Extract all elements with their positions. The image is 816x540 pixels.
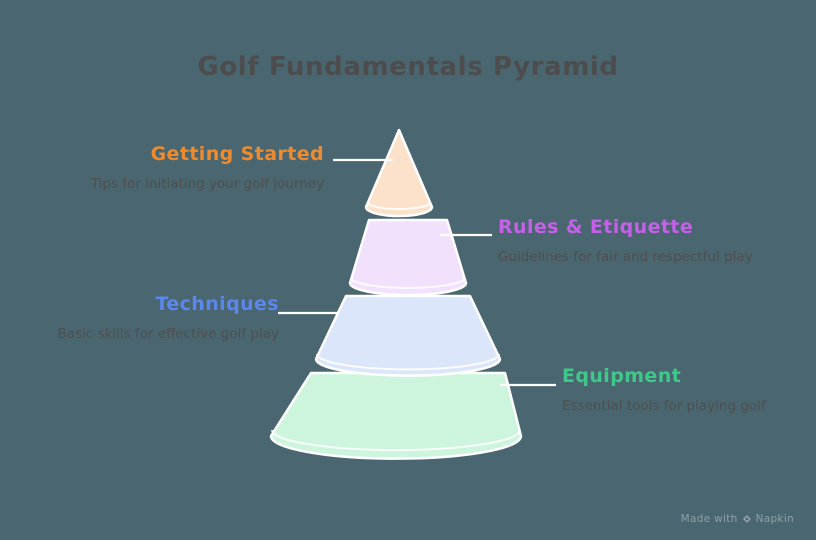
pyramid-tier-techniques[interactable] xyxy=(314,294,502,377)
napkin-logo-icon xyxy=(742,514,752,524)
tier-base-curve-getting-started xyxy=(366,202,432,211)
watermark: Made with Napkin xyxy=(681,513,794,525)
pyramid-tier-getting-started[interactable] xyxy=(364,128,434,218)
tier-base-curve-rules xyxy=(350,278,466,289)
callout-title-techniques: Techniques xyxy=(155,293,279,315)
watermark-prefix: Made with xyxy=(680,513,738,525)
callout-techniques[interactable]: Techniques Basic skills for effective go… xyxy=(24,293,279,344)
callout-title-rules-etiquette: Rules & Etiquette xyxy=(498,216,694,238)
callout-title-equipment: Equipment xyxy=(562,365,682,387)
tier-base-curve-techniques xyxy=(316,353,500,371)
tier-body-techniques xyxy=(314,294,502,377)
page-title: Golf Fundamentals Pyramid xyxy=(197,52,619,82)
callout-equipment[interactable]: Equipment Essential tools for playing go… xyxy=(562,365,802,416)
callout-description-rules-etiquette: Guidelines for fair and respectful play xyxy=(498,248,753,265)
pyramid-tier-rules[interactable] xyxy=(348,218,468,297)
tier-body-getting-started xyxy=(364,128,434,218)
tier-body-rules xyxy=(348,218,468,297)
tier-body-equipment xyxy=(269,371,523,460)
tier-base-curve-equipment xyxy=(271,429,521,452)
callout-title-getting-started: Getting Started xyxy=(150,143,324,165)
callout-description-techniques: Basic skills for effective golf play xyxy=(57,325,279,342)
watermark-brand: Napkin xyxy=(755,513,794,525)
pyramid-tier-equipment[interactable] xyxy=(269,371,523,460)
callout-description-equipment: Essential tools for playing golf xyxy=(562,397,766,414)
callout-getting-started[interactable]: Getting Started Tips for initiating your… xyxy=(24,143,324,194)
callout-rules-etiquette[interactable]: Rules & Etiquette Guidelines for fair an… xyxy=(498,216,798,267)
callout-description-getting-started: Tips for initiating your golf journey xyxy=(90,175,324,192)
